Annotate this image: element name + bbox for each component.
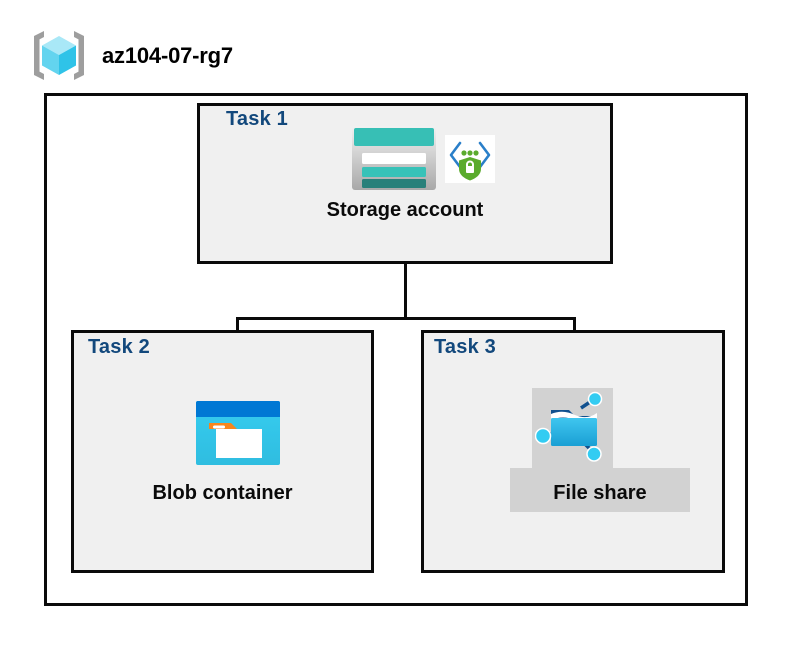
resource-group-header: az104-07-rg7 — [30, 27, 233, 84]
task-1-label: Task 1 — [226, 108, 288, 130]
task-2-label: Task 2 — [88, 336, 150, 358]
storage-account-label: Storage account — [326, 199, 484, 221]
resource-group-icon — [30, 27, 88, 84]
file-share-icon — [535, 390, 611, 468]
connector-horizontal-bar — [236, 317, 576, 320]
file-share-label: File share — [553, 482, 647, 504]
blob-container-icon — [192, 397, 284, 469]
file-share-label-highlight — [510, 468, 690, 512]
private-endpoint-icon — [445, 135, 495, 183]
task-3-label: Task 3 — [434, 336, 496, 358]
resource-group-title: az104-07-rg7 — [102, 42, 233, 68]
blob-container-label: Blob container — [152, 482, 293, 504]
storage-account-icon — [350, 124, 438, 192]
connector-storage-to-bar — [404, 264, 407, 319]
